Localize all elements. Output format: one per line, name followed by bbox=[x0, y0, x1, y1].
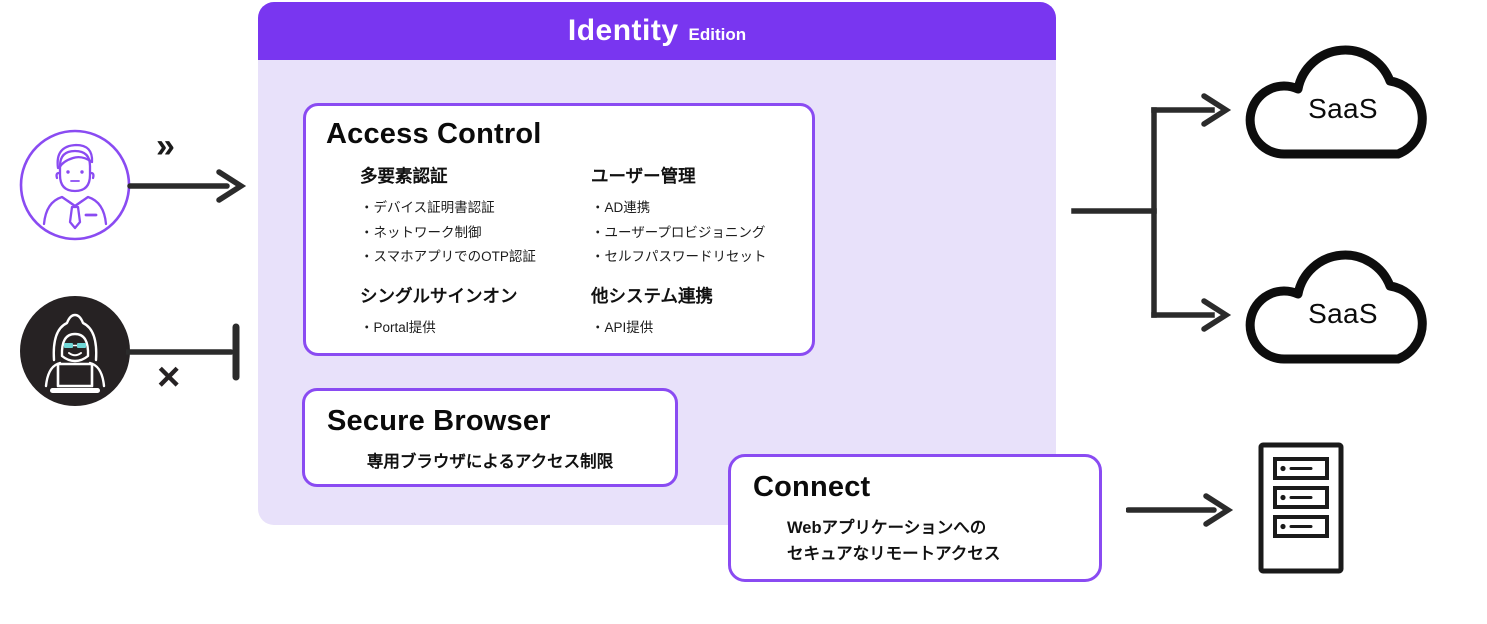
connect-box: Connect Webアプリケーションへの セキュアなリモートアクセス bbox=[728, 454, 1102, 582]
connect-server-arrow bbox=[1126, 493, 1234, 527]
connect-description-line2: セキュアなリモートアクセス bbox=[787, 545, 1001, 563]
section-mfa: 多要素認証 ・デバイス証明書認証 ・ネットワーク制御 ・スマホアプリでのOTP認… bbox=[360, 166, 536, 270]
section-item: ・API提供 bbox=[591, 320, 654, 335]
blocked-cross-icon: × bbox=[157, 355, 181, 399]
user-access-arrow bbox=[127, 169, 247, 203]
blocked-connection-line bbox=[126, 323, 240, 381]
attacker-icon bbox=[20, 296, 130, 406]
section-integration: 他システム連携 ・API提供 bbox=[591, 286, 713, 341]
identity-header: Identity Edition bbox=[258, 2, 1056, 60]
saas-branch-connector bbox=[1071, 93, 1232, 332]
saas-cloud-top: SaaS bbox=[1240, 28, 1446, 170]
section-item: ・セルフパスワードリセット bbox=[591, 249, 767, 264]
section-item: ・デバイス証明書認証 bbox=[360, 200, 495, 215]
connect-description-line1: Webアプリケーションへの bbox=[787, 519, 987, 537]
section-item: ・Portal提供 bbox=[360, 320, 436, 335]
secure-browser-title: Secure Browser bbox=[327, 405, 551, 437]
section-user-management: ユーザー管理 ・AD連携 ・ユーザープロビジョニング ・セルフパスワードリセット bbox=[591, 166, 767, 270]
connect-title: Connect bbox=[753, 471, 871, 503]
section-item: ・AD連携 bbox=[591, 200, 651, 215]
section-heading: 他システム連携 bbox=[591, 286, 713, 306]
secure-browser-box: Secure Browser 専用ブラウザによるアクセス制限 bbox=[302, 388, 678, 487]
server-icon bbox=[1258, 442, 1344, 574]
section-heading: シングルサインオン bbox=[360, 286, 518, 306]
panel-title: Identity bbox=[567, 14, 679, 47]
section-item: ・スマホアプリでのOTP認証 bbox=[360, 249, 536, 264]
attacker-glasses bbox=[64, 343, 73, 348]
saas-label: SaaS bbox=[1308, 297, 1378, 329]
saas-cloud-bottom: SaaS bbox=[1240, 233, 1446, 375]
section-heading: ユーザー管理 bbox=[591, 166, 696, 186]
panel-edition-label: Edition bbox=[688, 25, 747, 44]
fast-forward-icon: » bbox=[156, 127, 175, 165]
section-item: ・ユーザープロビジョニング bbox=[591, 224, 766, 240]
saas-label: SaaS bbox=[1308, 92, 1378, 124]
cloud-icon bbox=[1245, 250, 1427, 364]
cloud-icon bbox=[1245, 45, 1427, 159]
access-control-box: Access Control 多要素認証 ・デバイス証明書認証 ・ネットワーク制… bbox=[303, 103, 815, 356]
secure-browser-description: 専用ブラウザによるアクセス制限 bbox=[366, 453, 614, 471]
section-heading: 多要素認証 bbox=[360, 166, 448, 186]
access-control-title: Access Control bbox=[326, 118, 542, 150]
user-icon bbox=[19, 129, 131, 241]
section-item: ・ネットワーク制御 bbox=[360, 224, 482, 240]
section-sso: シングルサインオン ・Portal提供 bbox=[360, 286, 518, 341]
connect-description: Webアプリケーションへの セキュアなリモートアクセス bbox=[787, 515, 1000, 567]
